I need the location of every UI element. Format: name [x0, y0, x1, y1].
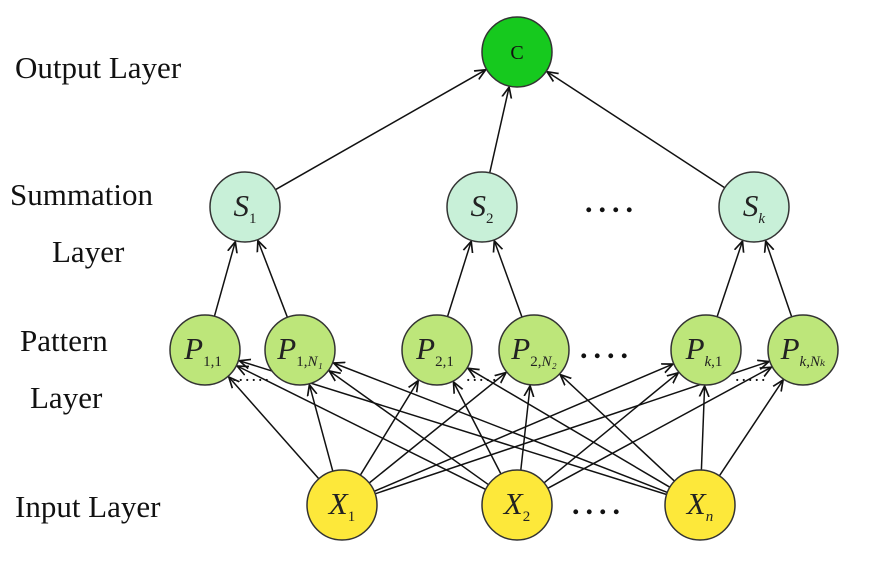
edge-pattern-4-to-summation-2: [494, 241, 523, 318]
layer-label-input: Input Layer: [15, 489, 161, 524]
pattern-node-2-1-label: P2,1: [415, 331, 454, 370]
summation-node-k-circle: [718, 171, 790, 243]
pattern-node-k-nk: Pk,Nₖ: [767, 314, 839, 386]
pattern-node-2-n2-label: P2,N₂: [510, 331, 556, 370]
pattern-node-2-n2-circle: [498, 314, 570, 386]
layer-label-output: Output Layer: [15, 50, 182, 85]
layer-label-summation-line1: Summation: [10, 177, 153, 212]
output-node: C: [481, 16, 553, 88]
pattern-ellipsis-gap-1: ......: [232, 365, 271, 385]
layer-label-pattern-line1: Pattern: [20, 323, 108, 358]
pattern-node-1-1-label: P1,1: [183, 331, 222, 370]
edge-input-2-to-pattern-5: [543, 373, 678, 484]
input-node-n-circle: [664, 469, 736, 541]
summation-node-2: S2: [446, 171, 518, 243]
edge-input-1-to-pattern-4: [368, 373, 506, 484]
edge-summation-2-to-output: [488, 87, 509, 174]
edge-input-3-to-pattern-6: [718, 380, 783, 477]
pattern-node-2-1: P2,1: [401, 314, 473, 386]
summation-node-2-circle: [446, 171, 518, 243]
summation-node-k-label: Sk: [743, 188, 766, 227]
pattern-node-k-1-circle: [670, 314, 742, 386]
edge-input-1-to-pattern-3: [359, 381, 418, 476]
pattern-node-1-1-circle: [169, 314, 241, 386]
edge-input-1-to-pattern-5: [373, 364, 673, 492]
edge-input-2-to-pattern-2: [329, 371, 489, 486]
edge-input-2-to-pattern-3: [454, 382, 502, 475]
edge-pattern-1-to-summation-1: [213, 242, 235, 317]
pattern-node-2-1-circle: [401, 314, 473, 386]
layer-label-pattern-line2: Layer: [30, 380, 103, 415]
input-ellipsis: ....: [572, 488, 626, 521]
pattern-ellipsis-main: ....: [580, 332, 634, 365]
pattern-node-2-n2: P2,N₂: [498, 314, 570, 386]
edge-pattern-6-to-summation-3: [766, 241, 793, 318]
summation-node-1: S1: [209, 171, 281, 243]
edge-input-3-to-pattern-4: [560, 375, 675, 482]
input-node-2: X2: [481, 469, 553, 541]
edge-pattern-5-to-summation-3: [716, 241, 742, 318]
pattern-node-k-nk-label: Pk,Nₖ: [780, 331, 826, 370]
edge-summation-3-to-output: [547, 72, 726, 189]
edge-input-3-to-pattern-5: [701, 386, 704, 471]
input-node-1-circle: [306, 469, 378, 541]
input-node-n-label: Xn: [685, 486, 713, 525]
pattern-node-k-1-label: Pk,1: [685, 331, 723, 370]
summation-node-k: Sk: [718, 171, 790, 243]
edge-input-1-to-pattern-2: [309, 385, 334, 472]
edge-summation-1-to-output: [275, 70, 485, 191]
edge-input-2-to-pattern-1: [237, 366, 487, 491]
edge-pattern-3-to-summation-2: [446, 241, 472, 317]
input-node-1-label: X1: [327, 486, 355, 525]
output-node-circle: [481, 16, 553, 88]
pattern-ellipsis-gap-2: .....: [466, 365, 499, 385]
pattern-node-k-nk-circle: [767, 314, 839, 386]
edge-input-1-to-pattern-1: [229, 377, 320, 480]
pattern-node-k-1: Pk,1: [670, 314, 742, 386]
input-node-1: X1: [306, 469, 378, 541]
pattern-node-1-1: P1,1: [169, 314, 241, 386]
edges-group: [213, 70, 793, 496]
summation-node-1-label: S1: [234, 188, 257, 227]
pattern-node-1-n1-label: P1,N₁: [276, 331, 322, 370]
pattern-node-1-n1-circle: [264, 314, 336, 386]
pattern-ellipsis-gap-3: .....: [735, 365, 768, 385]
input-node-2-label: X2: [502, 486, 530, 525]
input-node-n: Xn: [664, 469, 736, 541]
summation-node-2-label: S2: [471, 188, 494, 227]
input-node-2-circle: [481, 469, 553, 541]
edge-pattern-2-to-summation-1: [258, 241, 289, 318]
edge-input-3-to-pattern-2: [334, 363, 668, 494]
summation-node-1-circle: [209, 171, 281, 243]
edge-input-2-to-pattern-4: [520, 386, 530, 471]
edge-input-3-to-pattern-3: [468, 368, 671, 488]
summation-ellipsis: ....: [585, 186, 639, 219]
output-node-label: C: [510, 42, 523, 64]
pattern-node-1-n1: P1,N₁: [264, 314, 336, 386]
layer-label-summation-line2: Layer: [52, 234, 125, 269]
edge-input-2-to-pattern-6: [547, 367, 772, 489]
